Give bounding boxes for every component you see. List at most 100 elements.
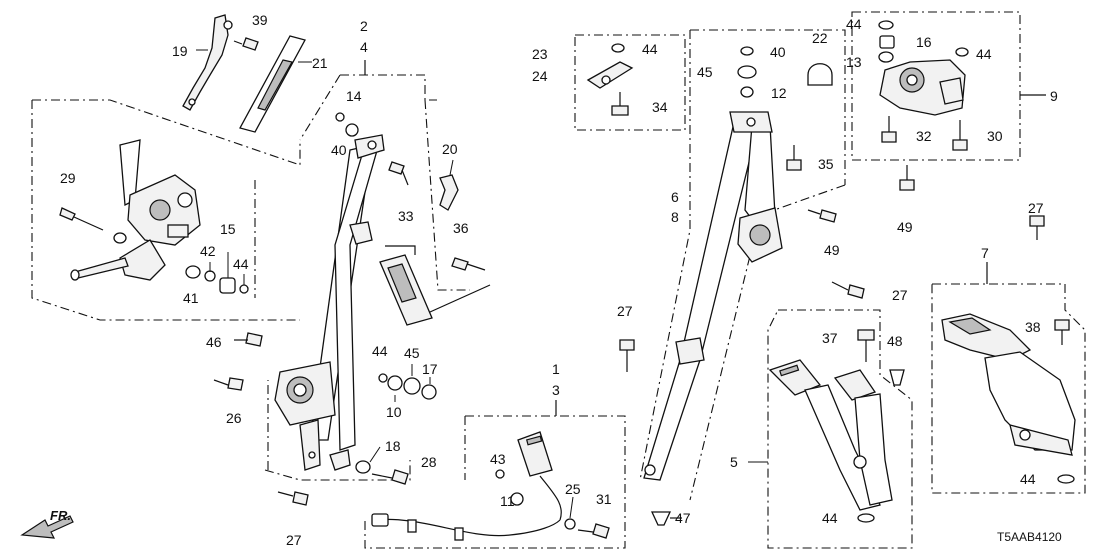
callout-39: 39 — [252, 12, 268, 28]
washer-44-icon — [378, 373, 388, 383]
retractor-9-frame — [851, 11, 1046, 161]
washer-10-icon — [387, 375, 403, 391]
bolt-35-icon — [786, 145, 802, 171]
callout-34: 34 — [652, 99, 668, 115]
callout-25: 25 — [565, 481, 581, 497]
callout-41: 41 — [183, 290, 199, 306]
bolt-27d-icon — [1029, 215, 1045, 240]
callout-42: 42 — [200, 243, 216, 259]
callout-21: 21 — [312, 55, 328, 71]
callout-37: 37 — [822, 330, 838, 346]
callout-27b: 27 — [892, 287, 908, 303]
bolt-49a-icon — [807, 209, 837, 223]
bolt-38-icon — [1054, 319, 1070, 345]
callout-15: 15 — [220, 221, 236, 237]
buckle-5 — [768, 359, 893, 511]
bolt-32-icon — [881, 116, 897, 143]
left-retractor-group-frame — [31, 99, 301, 321]
callout-30: 30 — [987, 128, 1003, 144]
bolt-28-icon — [371, 469, 409, 485]
callout-labels: 39 19 21 2 4 14 40 20 33 36 29 15 42 44 … — [50, 12, 1062, 548]
callout-44f: 44 — [1020, 471, 1036, 487]
callout-7: 7 — [981, 245, 989, 261]
callout-4: 4 — [360, 39, 368, 55]
bolt-27b-icon — [831, 281, 865, 299]
washer-44b-icon — [955, 47, 969, 57]
callout-9: 9 — [1050, 88, 1058, 104]
clip-47-icon — [650, 511, 682, 526]
nut-13-icon — [878, 51, 894, 63]
callout-11: 11 — [500, 493, 515, 509]
callout-26: 26 — [226, 410, 242, 426]
front-direction-arrow-icon — [20, 515, 74, 539]
bolt-30-icon — [952, 120, 968, 151]
bolt-27c-icon — [619, 339, 635, 372]
cover-21 — [239, 35, 306, 133]
washer-44-icon — [1057, 474, 1075, 484]
callout-19: 19 — [172, 43, 188, 59]
callout-32: 32 — [916, 128, 932, 144]
washer-45-icon — [403, 377, 421, 395]
callout-48: 48 — [887, 333, 903, 349]
callout-44b: 44 — [372, 343, 388, 359]
front-retractor — [274, 361, 351, 471]
bolt-36-icon — [451, 257, 486, 271]
washer-45-icon — [737, 65, 757, 79]
callout-33: 33 — [398, 208, 414, 224]
bolt-39-icon — [233, 37, 259, 51]
front-direction-label: FR. — [50, 508, 71, 523]
guide-20 — [439, 159, 459, 211]
collar-16-icon — [879, 35, 895, 49]
callout-40b: 40 — [770, 44, 786, 60]
cap-22-icon — [807, 63, 833, 86]
bolt-33-icon — [388, 161, 409, 186]
callout-44g: 44 — [822, 510, 838, 526]
collar-15-icon — [219, 277, 236, 294]
washer-44-icon — [611, 43, 625, 53]
bracket-23 — [586, 61, 634, 89]
callout-20: 20 — [442, 141, 458, 157]
callout-27d: 27 — [1028, 200, 1044, 216]
buckle-5-frame — [748, 309, 913, 549]
washer-43-icon — [495, 469, 505, 479]
retractor-9 — [879, 59, 966, 116]
bolt-31-icon — [577, 523, 610, 539]
bolt-46-icon — [234, 332, 263, 347]
bolt-34-icon — [611, 92, 629, 116]
washer-25-icon — [564, 518, 576, 530]
washer-icon — [113, 232, 127, 244]
washer-18-icon — [355, 460, 371, 474]
nut-17-icon — [421, 384, 437, 400]
left-retractor-assembly — [70, 139, 201, 281]
washer-44-icon — [857, 513, 875, 523]
upper-anchor-19 — [182, 14, 233, 111]
callout-17: 17 — [422, 361, 438, 377]
callout-31: 31 — [596, 491, 612, 507]
nut-12-icon — [740, 86, 754, 98]
washer-41-icon — [185, 265, 201, 279]
washer-11-icon — [510, 492, 524, 506]
callout-24: 24 — [532, 68, 548, 84]
washer-44-icon — [878, 20, 894, 30]
callout-12: 12 — [771, 85, 787, 101]
callout-49b: 49 — [897, 219, 913, 235]
callout-27a: 27 — [286, 532, 302, 548]
callout-22: 22 — [812, 30, 828, 46]
bolt-27a-icon — [277, 491, 309, 506]
diagram-code: T5AAB4120 — [997, 530, 1062, 544]
clip-48-icon — [889, 369, 905, 386]
callout-45a: 45 — [404, 345, 420, 361]
callout-2: 2 — [360, 18, 368, 34]
washer-42-icon — [204, 270, 216, 282]
rear-belt-webbing — [643, 111, 783, 481]
callout-47: 47 — [675, 510, 691, 526]
callout-27c: 27 — [617, 303, 633, 319]
bolt-26-icon — [213, 377, 244, 391]
nut-40-icon — [345, 123, 359, 137]
slider-assembly — [379, 245, 491, 326]
callout-23: 23 — [532, 46, 548, 62]
callout-45b: 45 — [697, 64, 713, 80]
bolt-37-icon — [857, 329, 875, 362]
callout-44e: 44 — [976, 46, 992, 62]
